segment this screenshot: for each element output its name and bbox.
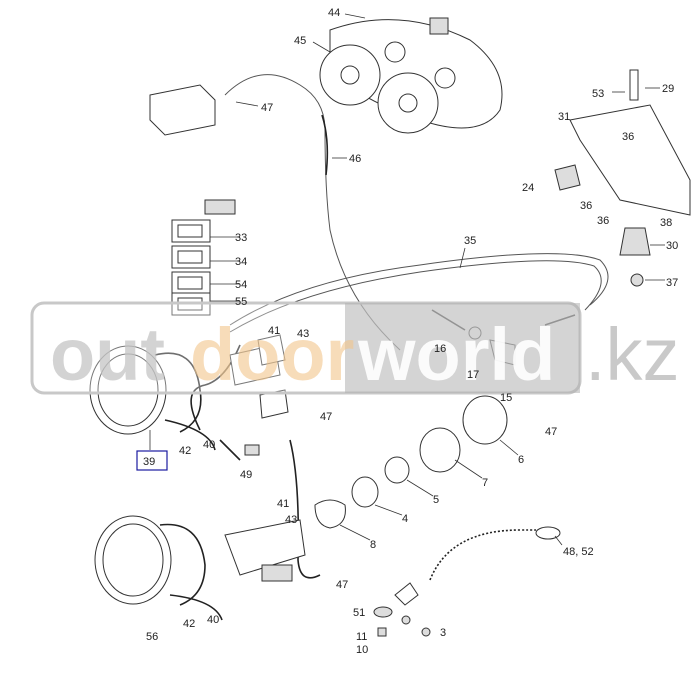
- callout: 53: [592, 88, 604, 100]
- callout: 16: [434, 343, 446, 355]
- key-8: [314, 499, 346, 529]
- lanyard-coil: [429, 529, 545, 581]
- callout: 15: [500, 392, 512, 404]
- watermark-logo: out door world .kz: [30, 301, 680, 396]
- callout: 49: [240, 469, 252, 481]
- callout: 40: [207, 614, 219, 626]
- callout: 47: [336, 579, 348, 591]
- callout: 36: [597, 215, 609, 227]
- panel-hole: [384, 41, 406, 63]
- mount: [619, 227, 651, 256]
- callout: 45: [294, 35, 306, 47]
- callout: 46: [349, 153, 361, 165]
- speedo-cable: [229, 253, 609, 326]
- callout: 38: [660, 217, 672, 229]
- module-box: [149, 84, 216, 136]
- callout: 44: [328, 7, 340, 19]
- watermark-world: world: [357, 313, 555, 396]
- callout: 37: [666, 277, 678, 289]
- part-5: [384, 456, 410, 484]
- callout: 41: [277, 498, 289, 510]
- callout: 10: [356, 644, 368, 656]
- callout: 55: [235, 296, 247, 308]
- watermark-kz: .kz: [585, 313, 680, 396]
- callout: 5: [433, 494, 439, 506]
- callout-highlight-box: [136, 450, 168, 471]
- callout: 31: [558, 111, 570, 123]
- callout: 56: [146, 631, 158, 643]
- leader-lines: [149, 13, 665, 546]
- watermark-out: out: [50, 313, 165, 396]
- bolt: [629, 69, 639, 101]
- callout-highlighted: 39: [143, 456, 155, 468]
- connector: [429, 17, 449, 35]
- callout: 48, 52: [563, 546, 594, 558]
- callout: 51: [353, 607, 365, 619]
- panel-hole: [434, 67, 456, 89]
- callout: 6: [518, 454, 524, 466]
- bracket: [569, 104, 691, 216]
- part-6: [462, 395, 508, 445]
- callout: 17: [467, 369, 479, 381]
- callout: 47: [261, 102, 273, 114]
- callout: 33: [235, 232, 247, 244]
- callout: 34: [235, 256, 247, 268]
- callout: 54: [235, 279, 247, 291]
- switch-stack: [171, 199, 236, 316]
- watermark-door: door: [190, 313, 354, 396]
- callout: 30: [666, 240, 678, 252]
- callout: 47: [545, 426, 557, 438]
- part-7: [419, 427, 461, 473]
- callout-labels: 44 45 47 46 53 29 31 36 24 36 36 38 30 3…: [136, 7, 678, 656]
- callout: 42: [183, 618, 195, 630]
- callout: 4: [402, 513, 408, 525]
- callout: 11: [356, 631, 367, 643]
- callout: 3: [440, 627, 446, 639]
- callout: 36: [580, 200, 592, 212]
- callout: 42: [179, 445, 191, 457]
- callout: 36: [622, 131, 634, 143]
- callout: 8: [370, 539, 376, 551]
- callout: 43: [285, 514, 297, 526]
- callout: 41: [268, 325, 280, 337]
- callout: 7: [482, 477, 488, 489]
- callout: 29: [662, 83, 674, 95]
- part-4: [351, 476, 379, 508]
- callout: 40: [203, 439, 215, 451]
- callout: 47: [320, 411, 332, 423]
- clip: [554, 164, 581, 191]
- callout: 24: [522, 182, 534, 194]
- callout: 35: [464, 235, 476, 247]
- callout: 43: [297, 328, 309, 340]
- harness-46: [321, 114, 329, 176]
